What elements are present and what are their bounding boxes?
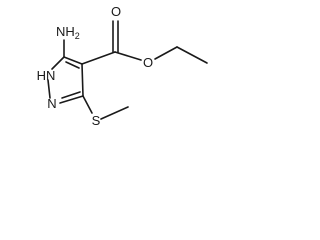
- sulfur-label: S: [92, 113, 101, 128]
- ring-nh-label: HN: [37, 68, 56, 83]
- bond-c-oester: [114, 51, 142, 61]
- bond-c3-c4: [81, 63, 84, 97]
- bond-ch2-ch3: [176, 46, 208, 64]
- bond-oester-ch2: [154, 46, 178, 60]
- bond-n1-n2: [47, 79, 51, 99]
- bond-c5-n1: [51, 56, 65, 70]
- bond-c4-ccarbonyl: [81, 51, 116, 65]
- bond-s-ch3: [100, 106, 129, 120]
- ester-oxygen-label: O: [143, 55, 153, 70]
- carbonyl-oxygen-label: O: [111, 4, 121, 19]
- bond-c3-s: [82, 95, 93, 114]
- bond-c4-c5: [63, 56, 83, 65]
- bond-c4-c5-double: [65, 61, 80, 69]
- bond-n2-c3: [59, 95, 84, 104]
- structure-diagram: NH2 HN N O O S: [37, 4, 208, 128]
- amino-label: NH2: [56, 24, 80, 41]
- ring-n-label: N: [47, 96, 56, 111]
- bond-n2-c3-double: [61, 91, 81, 99]
